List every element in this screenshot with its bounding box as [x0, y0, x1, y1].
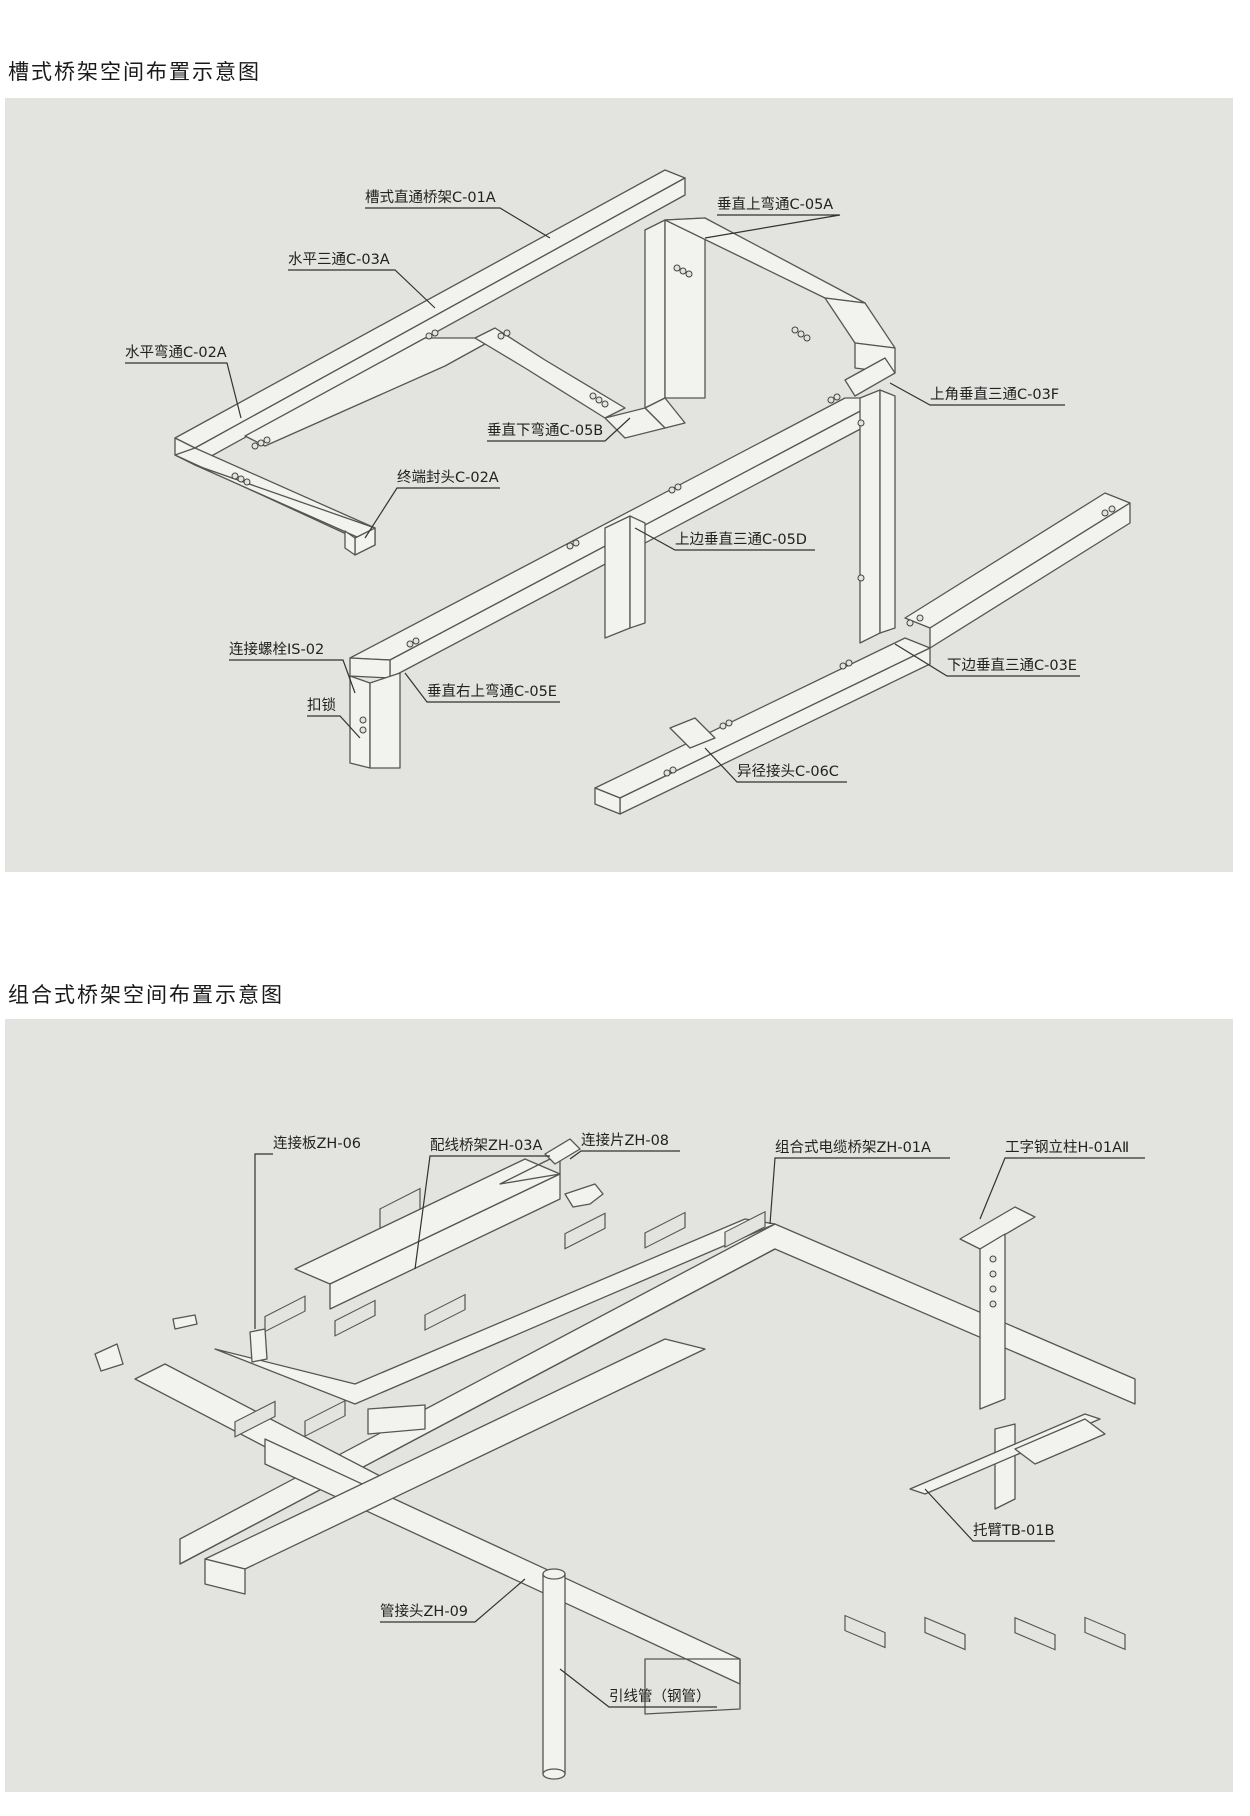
label-h01a-text: 工字钢立柱H-01AⅡ [1005, 1139, 1129, 1156]
label-c05e: 垂直右上弯通C-05E [404, 672, 560, 703]
label-zh01a: 组合式电缆桥架ZH-01A [769, 1139, 950, 1225]
support-arm-tb01b [909, 1413, 1106, 1495]
label-pipe-text: 引线管（钢管） [609, 1688, 711, 1705]
section1-title: 槽式桥架空间布置示意图 [8, 60, 261, 84]
bottom-right-tray [904, 492, 1131, 649]
right-vertical-column [859, 389, 896, 644]
label-c01a-text: 槽式直通桥架C-01A [365, 189, 496, 206]
trough-tray-diagram-panel: 槽式直通桥架C-01A 垂直上弯通C-05A 水平三通C-03A 水平弯通C-0… [5, 98, 1233, 872]
label-zh08-text: 连接片ZH-08 [581, 1132, 669, 1149]
combined-tray-main [134, 1218, 1136, 1565]
label-c05b: 垂直下弯通C-05B [487, 417, 631, 442]
bolt-holes [231, 264, 1116, 777]
label-c05a: 垂直上弯通C-05A [704, 196, 841, 239]
label-bolt-text: 连接螺栓IS-02 [229, 641, 324, 658]
combined-tray-diagram-panel: 连接板ZH-06 配线桥架ZH-03A 连接片ZH-08 组合式电缆桥架ZH-0… [5, 1019, 1233, 1792]
label-c03a-text: 水平三通C-03A [288, 251, 390, 268]
upper-right-tray [824, 297, 896, 397]
vertical-bend-up [604, 217, 866, 439]
tray-slots [234, 1187, 1126, 1651]
label-c03f-text: 上角垂直三通C-03F [930, 386, 1059, 403]
label-end-cap-text: 终端封头C-02A [397, 469, 499, 486]
combined-tray-drawing: 连接板ZH-06 配线桥架ZH-03A 连接片ZH-08 组合式电缆桥架ZH-0… [94, 1132, 1145, 1780]
label-c05a-text: 垂直上弯通C-05A [717, 196, 833, 213]
label-bolt: 连接螺栓IS-02 [229, 641, 356, 694]
label-c05d: 上边垂直三通C-05D [634, 527, 815, 551]
label-zh01a-text: 组合式电缆桥架ZH-01A [775, 1139, 931, 1156]
label-zh06: 连接板ZH-06 [254, 1134, 361, 1329]
label-zh08: 连接片ZH-08 [569, 1132, 680, 1160]
label-tb01b-text: 托臂TB-01B [973, 1522, 1054, 1539]
label-end-cap: 终端封头C-02A [364, 469, 500, 539]
label-c06c-text: 异径接头C-06C [737, 763, 839, 780]
label-c03e: 下边垂直三通C-03E [894, 643, 1080, 677]
i-beam-column [959, 1206, 1036, 1510]
distribution-tray-zh03a [294, 1153, 561, 1310]
label-c03f: 上角垂直三通C-03F [889, 382, 1065, 406]
label-c01a: 槽式直通桥架C-01A [365, 189, 551, 239]
bottom-long-tray [594, 637, 931, 815]
connector-pieces [94, 1138, 604, 1435]
label-c06c: 异径接头C-06C [704, 747, 847, 783]
label-c02a: 水平弯通C-02A [125, 344, 242, 419]
label-c05e-text: 垂直右上弯通C-05E [427, 683, 557, 700]
label-pipe: 引线管（钢管） [559, 1668, 717, 1708]
label-zh03a-text: 配线桥架ZH-03A [430, 1137, 543, 1154]
label-lock-text: 扣锁 [307, 697, 336, 714]
label-c03e-text: 下边垂直三通C-03E [947, 657, 1077, 674]
label-h01a: 工字钢立柱H-01AⅡ [979, 1139, 1145, 1220]
label-zh06-text: 连接板ZH-06 [273, 1134, 361, 1152]
vertical-tee-drop [604, 515, 646, 639]
label-c05d-text: 上边垂直三通C-05D [675, 531, 807, 548]
trough-tray-drawing: 槽式直通桥架C-01A 垂直上弯通C-05A 水平三通C-03A 水平弯通C-0… [125, 169, 1131, 815]
label-zh03a: 配线桥架ZH-03A [414, 1137, 550, 1270]
label-lock: 扣锁 [307, 697, 361, 739]
combined-tray-branch [204, 1338, 741, 1715]
left-vertical-leg [349, 672, 401, 769]
straight-tray-c01a [174, 169, 686, 466]
section2-title: 组合式桥架空间布置示意图 [8, 983, 284, 1007]
label-c03a: 水平三通C-03A [288, 251, 436, 309]
end-cap-arm [174, 447, 376, 556]
label-zh09: 管接头ZH-09 [380, 1578, 526, 1623]
label-c05b-text: 垂直下弯通C-05B [487, 422, 603, 439]
lead-in-pipe [542, 1568, 566, 1780]
label-zh09-text: 管接头ZH-09 [380, 1603, 468, 1620]
horizontal-tee-branch [244, 327, 626, 447]
label-c02a-text: 水平弯通C-02A [125, 344, 227, 361]
label-tb01b: 托臂TB-01B [924, 1488, 1055, 1542]
